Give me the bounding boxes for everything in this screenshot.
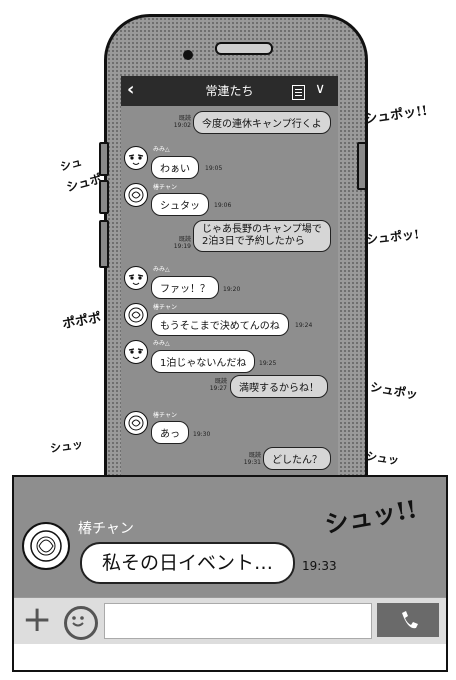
sender-name: 椿チャン (153, 184, 177, 191)
avatar-tsubaki[interactable] (124, 183, 148, 207)
phone-speaker (215, 42, 273, 55)
chat-title: 常連たち (205, 84, 254, 98)
sfx-text: シュッ (49, 437, 84, 456)
message-text: 満喫するからね！ (239, 383, 319, 394)
sfx-text: シュポッ (369, 379, 419, 403)
message-time: 19:20 (223, 286, 241, 293)
message-text: シュタッ (160, 201, 200, 212)
sfx-text: シュッ!! (322, 494, 420, 539)
back-icon[interactable]: ‹ (127, 79, 135, 100)
zoom-chat-area: 椿チャン 私その日イベント… 19:33 シュッ!! (14, 477, 446, 597)
read-receipt: 既読 (248, 452, 261, 459)
message-text: 2泊3日で予約したから (202, 236, 305, 247)
message-time: 19:33 (302, 559, 337, 573)
message-bubble-incoming[interactable]: ファッ！？ (151, 276, 219, 299)
message-bubble-incoming[interactable]: 私その日イベント… (80, 542, 296, 584)
sender-name: 椿チャン (153, 412, 177, 419)
message-bubble-outgoing[interactable]: 今度の連休キャンプ行くよ (193, 111, 331, 134)
read-receipt: 既読 (178, 236, 191, 243)
message-time: 19:31 (243, 459, 261, 466)
sfx-text: シュッ (365, 449, 400, 468)
sender-name: 椿チャン (78, 521, 134, 537)
message-bubble-outgoing[interactable]: じゃあ長野のキャンプ場で 2泊3日で予約したから (193, 220, 331, 252)
message-time: 19:19 (173, 243, 191, 250)
message-text: どしたん？ (272, 455, 322, 466)
chat-header: ‹ 常連たち ∨ (121, 76, 338, 106)
message-text: あっ (160, 429, 180, 440)
avatar-mimi[interactable] (124, 266, 148, 290)
phone-side-button (99, 220, 109, 268)
sender-name: みみ△ (153, 266, 170, 273)
message-bubble-incoming[interactable]: シュタッ (151, 193, 209, 216)
message-text: 今度の連休キャンプ行くよ (202, 119, 322, 130)
sfx-text: シュ (58, 155, 84, 174)
phone-power-button (357, 142, 367, 190)
message-time: 19:25 (259, 360, 277, 367)
phone-icon (402, 611, 418, 629)
message-meta: 既読 19:19 (167, 236, 191, 250)
sfx-text: ポポポ (61, 310, 103, 333)
message-input-bar: + (14, 597, 446, 644)
message-time: 19:27 (209, 385, 227, 392)
sender-name: みみ△ (153, 340, 170, 347)
avatar-mimi[interactable] (124, 340, 148, 364)
message-time: 19:24 (295, 322, 313, 329)
phone-side-button (99, 180, 109, 214)
avatar-tsubaki[interactable] (124, 411, 148, 435)
message-text: じゃあ長野のキャンプ場で (202, 224, 322, 235)
message-bubble-outgoing[interactable]: どしたん？ (263, 447, 331, 470)
message-text: わぁい (160, 164, 190, 175)
phone-camera (183, 50, 193, 60)
zoom-panel: 椿チャン 私その日イベント… 19:33 シュッ!! + (12, 475, 448, 672)
sfx-text: シュポッ! (365, 227, 420, 247)
read-receipt: 既読 (214, 378, 227, 385)
message-meta: 既読 19:27 (203, 378, 227, 392)
avatar-mimi[interactable] (124, 146, 148, 170)
message-text: ファッ！？ (160, 284, 210, 295)
message-meta: 既読 19:31 (237, 452, 261, 466)
phone-side-button (99, 142, 109, 176)
call-button[interactable] (377, 603, 439, 637)
read-receipt: 既読 (178, 115, 191, 122)
message-time: 19:06 (214, 202, 232, 209)
message-text: 私その日イベント… (102, 552, 274, 574)
message-time: 19:05 (205, 165, 223, 172)
smile-icon[interactable] (64, 606, 98, 640)
message-time: 19:02 (173, 122, 191, 129)
avatar-tsubaki-large[interactable] (22, 522, 70, 570)
memo-icon[interactable] (292, 85, 305, 100)
message-bubble-incoming[interactable]: わぁい (151, 156, 199, 179)
message-bubble-outgoing[interactable]: 満喫するからね！ (230, 375, 328, 398)
message-bubble-incoming[interactable]: あっ (151, 421, 189, 444)
sfx-text: シュポ (64, 171, 104, 195)
message-meta: 既読 19:02 (167, 115, 191, 129)
sender-name: みみ△ (153, 146, 170, 153)
message-time: 19:30 (193, 431, 211, 438)
message-bubble-incoming[interactable]: 1泊じゃないんだね (151, 350, 256, 373)
avatar-tsubaki[interactable] (124, 303, 148, 327)
sfx-text: シュポッ!! (363, 103, 429, 128)
sender-name: 椿チャン (153, 304, 177, 311)
chevron-down-icon[interactable]: ∨ (315, 81, 326, 97)
message-text: 1泊じゃないんだね (160, 358, 247, 369)
chat-screen: ‹ 常連たち ∨ 既読 19:02 今度の連休キャンプ行くよ みみ△ わぁい 1… (121, 76, 338, 476)
message-input[interactable] (104, 603, 372, 639)
message-text: もうそこまで決めてんのね (160, 321, 280, 332)
plus-icon[interactable]: + (22, 599, 53, 640)
message-bubble-incoming[interactable]: もうそこまで決めてんのね (151, 313, 289, 336)
